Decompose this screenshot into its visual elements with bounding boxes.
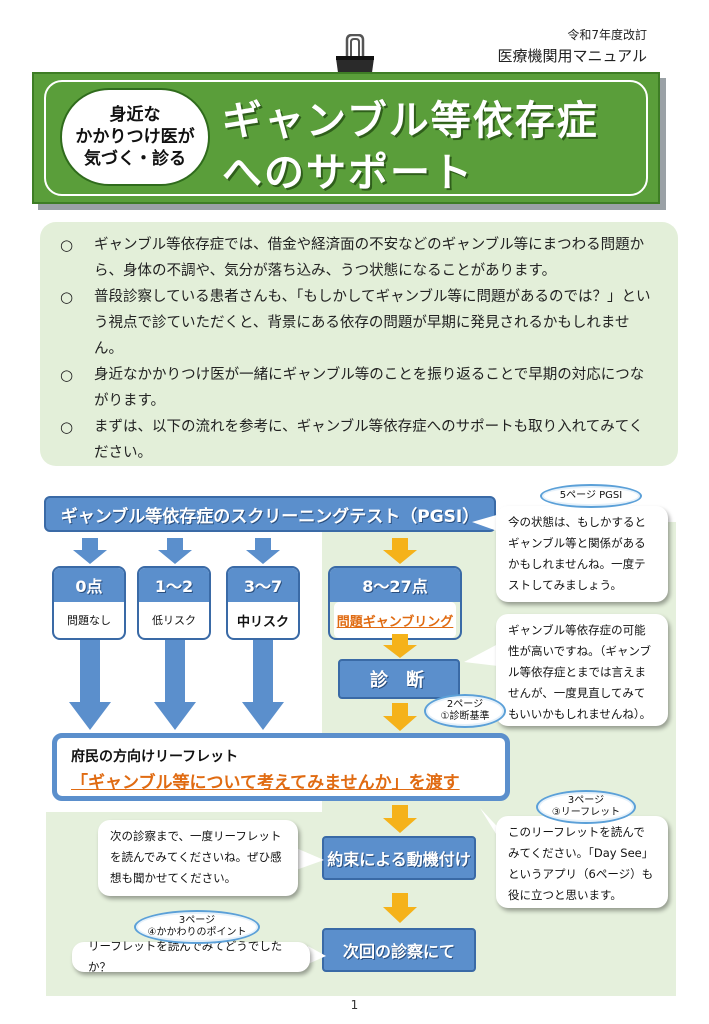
intro-bullet: ○ まずは、以下の流れを参考に、ギャンブル等依存症へのサポートも取り入れてみてく… <box>60 414 654 466</box>
bullet-circle-icon: ○ <box>60 288 74 306</box>
next-visit-box: 次回の診察にて <box>322 928 476 972</box>
long-arrow-down-icon <box>242 640 284 730</box>
arrow-down-icon <box>383 634 417 658</box>
intro-bullet: ○ ギャンブル等依存症では、借金や経済面の不安などのギャンブル等にまつわる問題か… <box>60 232 654 284</box>
bullet-text: まずは、以下の流れを参考に、ギャンブル等依存症へのサポートも取り入れてみてくださ… <box>94 419 644 461</box>
score-value: 8～27点 <box>330 568 460 602</box>
manual-name: 医療機関用マニュアル <box>497 47 647 65</box>
ref-line: 3ページ <box>178 915 216 926</box>
score-value: 0点 <box>54 568 124 602</box>
diagnosis-page-ref: 2ページ ①診断基準 <box>424 694 506 728</box>
ref-line: ①診断基準 <box>440 711 490 722</box>
revision-label: 令和7年度改訂 <box>567 28 647 42</box>
leaflet-box: 府民の方向けリーフレット 「ギャンブル等について考えてみませんか」を渡す <box>52 733 510 801</box>
intro-panel: ○ ギャンブル等依存症では、借金や経済面の不安などのギャンブル等にまつわる問題か… <box>40 222 678 466</box>
intro-bullet: ○ 身近なかかりつけ医が一緒にギャンブル等のことを振り返ることで早期の対応につな… <box>60 362 654 414</box>
callout-pointer <box>464 644 498 666</box>
banner-inner-frame <box>44 80 648 196</box>
ref-line: 3ページ <box>567 795 605 806</box>
leaflet-action: 「ギャンブル等について考えてみませんか」を渡す <box>71 773 460 793</box>
arrow-down-icon <box>383 703 417 731</box>
ask-callout: リーフレットを読んでみてどうでしたか？ <box>72 939 310 974</box>
next-visit-callout: 次の診察まで、一度リーフレットを読んでみてくださいね。ぜひ感想も聞かせてください… <box>98 820 298 896</box>
screening-test-box: ギャンブル等依存症のスクリーニングテスト（PGSI） <box>44 496 496 532</box>
long-arrow-down-icon <box>69 640 111 730</box>
badge-line: かかりつけ医が <box>75 127 195 147</box>
arrow-down-icon <box>383 805 417 833</box>
callout-pointer <box>472 514 500 532</box>
diagnosis-box: 診断 <box>338 659 460 699</box>
pgsi-callout: 今の状態は、もしかするとギャンブル等と関係があるかもしれませんね。一度テストして… <box>496 506 668 602</box>
score-label: 問題ギャンブリング <box>334 602 456 638</box>
arrow-down-icon <box>246 538 280 564</box>
banner-badge: 身近な かかりつけ医が 気づく・診る <box>60 88 210 186</box>
score-box-none: 0点 問題なし <box>52 566 126 640</box>
leaflet-title: 府民の方向けリーフレット <box>71 749 239 765</box>
arrow-down-icon <box>383 538 417 564</box>
score-box-problem: 8～27点 問題ギャンブリング <box>328 566 462 640</box>
score-label: 問題なし <box>58 602 120 638</box>
callout-pointer <box>296 848 324 870</box>
score-value: 3～7 <box>228 568 298 602</box>
arrow-down-icon <box>73 538 107 564</box>
score-label: 中リスク <box>232 602 294 638</box>
score-label: 低リスク <box>143 602 205 638</box>
pgsi-page-ref: 5ページ PGSI <box>540 484 642 508</box>
diagnosis-callout: ギャンブル等依存症の可能性が高いですね。（ギャンブル等依存症とまでは言えませんが… <box>496 614 668 726</box>
bullet-circle-icon: ○ <box>60 236 74 254</box>
arrow-down-icon <box>158 538 192 564</box>
badge-line: 身近な <box>109 105 161 125</box>
score-box-medium: 3～7 中リスク <box>226 566 300 640</box>
leaflet-page-ref: 3ページ ③リーフレット <box>536 790 636 824</box>
ref-text: 5ページ PGSI <box>559 490 623 501</box>
long-arrow-down-icon <box>154 640 196 730</box>
page-title-line1: ギャンブル等依存症 <box>222 98 599 144</box>
bullet-text: ギャンブル等依存症では、借金や経済面の不安などのギャンブル等にまつわる問題から、… <box>94 237 645 279</box>
score-box-low: 1～2 低リスク <box>137 566 211 640</box>
arrow-down-icon <box>383 893 417 923</box>
bullet-circle-icon: ○ <box>60 418 74 436</box>
badge-line: 気づく・診る <box>84 149 186 169</box>
bullet-text: 普段診察している患者さんも、「もしかしてギャンブル等に問題があるのでは？」という… <box>94 289 651 357</box>
callout-pointer <box>308 946 326 964</box>
bullet-circle-icon: ○ <box>60 366 74 384</box>
bullet-text: 身近なかかりつけ医が一緒にギャンブル等のことを振り返ることで早期の対応につながり… <box>94 367 645 409</box>
points-page-ref: 3ページ ④かかわりのポイント <box>134 910 260 944</box>
page-title-line2: へのサポート <box>222 150 474 196</box>
page-number: 1 <box>350 998 359 1012</box>
intro-bullet: ○ 普段診察している患者さんも、「もしかしてギャンブル等に問題があるのでは？」と… <box>60 284 654 362</box>
leaflet-callout: このリーフレットを読んでみてください。「Day See」というアプリ（6ページ）… <box>496 816 668 908</box>
appointment-box: 約束による動機付け <box>322 836 476 880</box>
ref-line: 2ページ <box>446 699 484 710</box>
ref-line: ④かかわりのポイント <box>147 927 247 938</box>
ref-line: ③リーフレット <box>551 807 621 818</box>
score-value: 1～2 <box>139 568 209 602</box>
